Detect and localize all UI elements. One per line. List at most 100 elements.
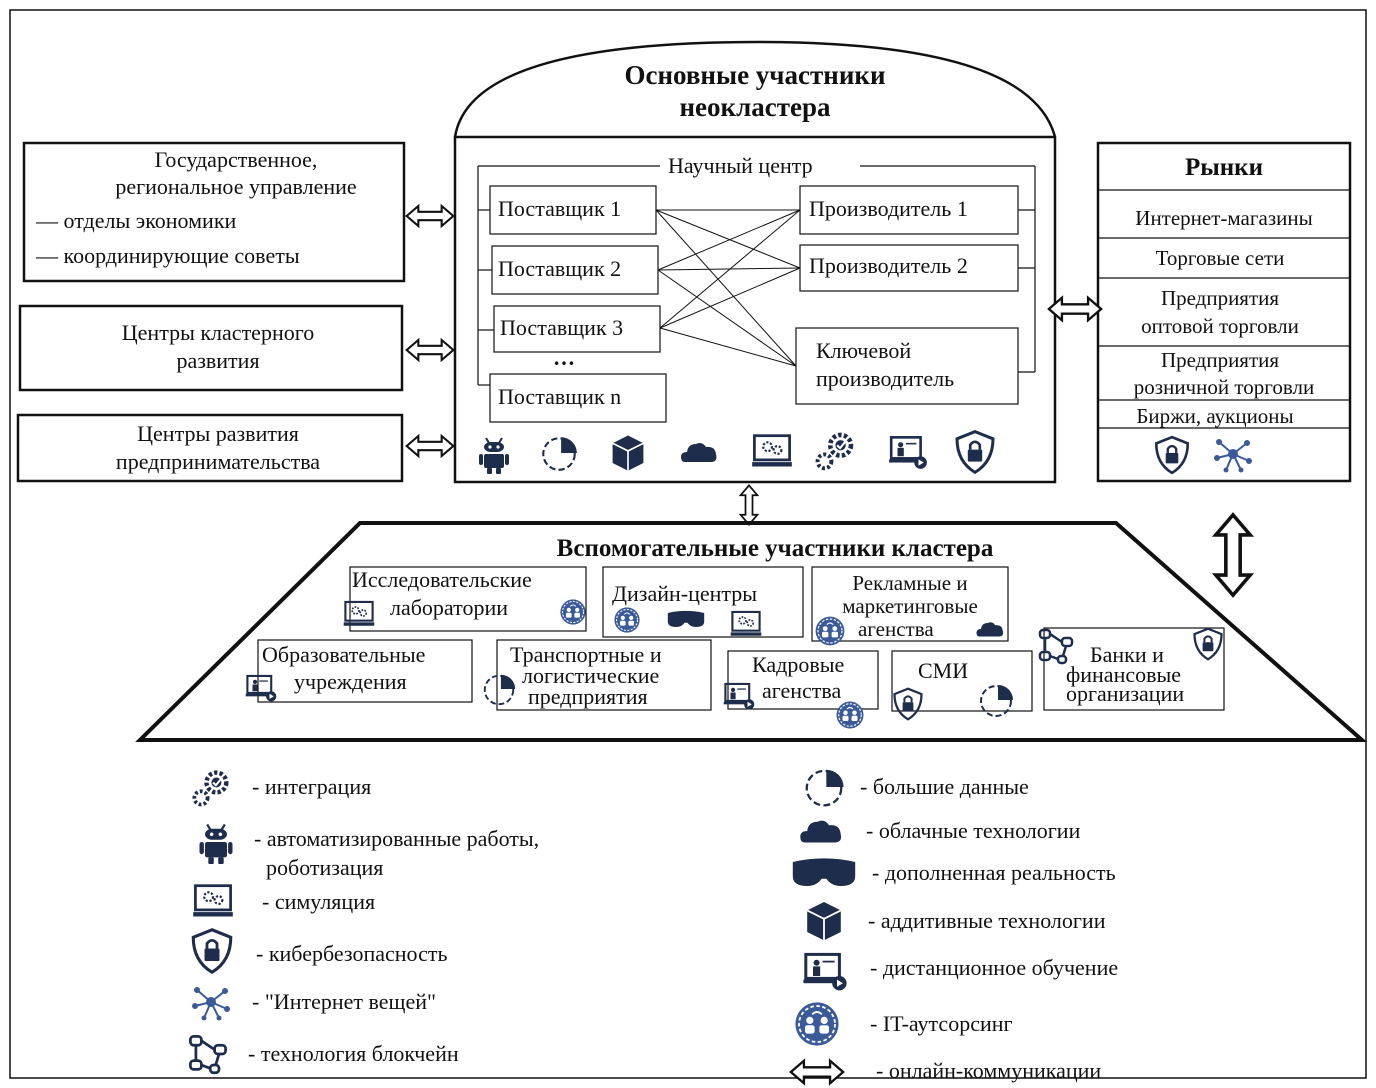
legend-iot: - "Интернет вещей" <box>252 989 436 1014</box>
legend-big-data-icon <box>805 768 845 807</box>
adv-outsourcing-icon <box>814 615 846 647</box>
transport-line2: логистические <box>522 663 660 688</box>
labs-line2: лаборатории <box>390 595 509 620</box>
producer-1-label: Производитель 1 <box>809 196 968 221</box>
design-simulation-icon <box>729 610 763 637</box>
shield-icon <box>955 430 995 474</box>
cluster-line2: развития <box>176 348 260 373</box>
market-wholesale-line2: оптовой торговли <box>1141 314 1299 338</box>
supplier-ellipsis: … <box>553 345 575 370</box>
legend-cyber: - кибербезопасность <box>256 941 448 966</box>
markets-iot-icon <box>1212 437 1254 474</box>
core-aux-arrow <box>739 484 759 526</box>
gov-link-arrow <box>405 204 455 228</box>
banks-line3: организации <box>1066 681 1185 706</box>
adv-line2: маркетинговые <box>842 594 978 618</box>
media-shield-icon <box>893 687 923 721</box>
hr-box <box>727 650 879 710</box>
design-box <box>602 566 804 638</box>
markets-link-arrow <box>1047 296 1103 322</box>
supplier-3-label: Поставщик 3 <box>500 315 624 340</box>
supplier-2-box <box>491 245 659 295</box>
design-ar-icon <box>667 610 705 627</box>
legend-cloud-icon <box>800 820 842 843</box>
simulation-icon <box>750 434 794 468</box>
legend-robot-icon <box>198 823 234 866</box>
gov-line2: региональное управление <box>115 174 357 199</box>
supply-links <box>655 209 801 367</box>
markets-title: Рынки <box>1184 154 1263 181</box>
legend-cube-icon <box>806 900 842 942</box>
supplier-1-label: Поставщик 1 <box>498 196 622 221</box>
transport-line3: предприятия <box>528 684 648 709</box>
core-participants-block <box>453 40 1057 484</box>
producer-2-box <box>799 244 1019 292</box>
legend-simulation-icon <box>193 886 233 917</box>
legend-bigdata: - большие данные <box>860 774 1029 799</box>
key-producer-box <box>795 327 1019 405</box>
edu-distance-icon <box>244 674 278 703</box>
media-box <box>891 650 1033 712</box>
legend-simulation: - симуляция <box>262 889 376 914</box>
transport-line1: Транспортные и <box>510 642 662 667</box>
cloud-icon <box>681 443 717 462</box>
gov-line1: Государственное, <box>154 147 318 172</box>
auxiliary-block <box>135 521 1368 742</box>
banks-blockchain-icon <box>1038 628 1074 665</box>
adv-line1: Рекламные и <box>852 571 968 595</box>
market-retail-line2: розничной торговли <box>1133 375 1315 399</box>
labs-simulation-icon <box>342 600 376 627</box>
labs-outsourcing-icon <box>559 598 587 626</box>
legend-integration: - интеграция <box>252 774 372 799</box>
hr-line2: агенства <box>762 678 842 703</box>
legend-robots-line2: роботизация <box>266 855 384 880</box>
science-center-label: Научный центр <box>664 155 817 177</box>
legend-outsourcing: - IT-аутсорсинг <box>870 1011 1013 1036</box>
advertising-box <box>811 566 1009 642</box>
legend-distance-icon <box>803 954 846 990</box>
edu-line1: Образовательные <box>262 642 426 667</box>
additive-cube-icon <box>611 434 645 472</box>
market-retail-line1: Предприятия <box>1160 348 1280 372</box>
key-producer-line2: производитель <box>816 366 955 391</box>
core-title-line1: Основные участники <box>624 60 886 90</box>
aux-title: Вспомогательные участники кластера <box>556 535 994 562</box>
entre-line1: Центры развития <box>137 421 299 446</box>
labs-line1: Исследовательские <box>352 567 532 592</box>
legend-iot-icon <box>190 985 232 1022</box>
supplier-2-label: Поставщик 2 <box>498 256 622 281</box>
legend-additive: - аддитивные технологии <box>868 908 1106 933</box>
gov-item2: — координирующие советы <box>36 243 300 268</box>
market-exchanges: Биржи, аукционы <box>1136 404 1294 428</box>
market-online-shops: Интернет-магазины <box>1135 206 1313 230</box>
banks-line1: Банки и <box>1090 642 1164 667</box>
design-outsourcing-icon <box>613 606 641 634</box>
legend-ar-icon <box>792 858 856 886</box>
hr-outsourcing-icon <box>835 700 865 730</box>
robot-icon <box>477 436 511 476</box>
supplier-3-box <box>493 305 661 353</box>
big-data-icon <box>542 436 578 471</box>
banks-box <box>1043 627 1225 711</box>
hr-line1: Кадровые <box>752 652 845 677</box>
supplier-n-box <box>489 373 667 423</box>
banks-shield-icon <box>1193 627 1223 661</box>
banks-line2: финансовые <box>1066 662 1182 687</box>
entrepreneurship-centers-box <box>16 413 404 483</box>
legend-shield-icon <box>191 928 233 974</box>
education-box <box>257 639 473 703</box>
markets-aux-arrow <box>1216 515 1250 595</box>
dome-arc <box>453 40 1057 138</box>
markets-block <box>1096 141 1352 483</box>
adv-cloud-icon <box>976 622 1004 637</box>
edu-line2: учреждения <box>294 669 407 694</box>
gov-item1: — отделы экономики <box>36 208 237 233</box>
markets-shield-icon <box>1154 435 1190 475</box>
media-label: СМИ <box>918 658 969 683</box>
market-wholesale-line1: Предприятия <box>1160 286 1280 310</box>
core-title-line2: неокластера <box>679 92 831 122</box>
labs-box <box>349 566 587 632</box>
government-box <box>22 141 406 283</box>
market-retail-chains: Торговые сети <box>1155 246 1285 270</box>
